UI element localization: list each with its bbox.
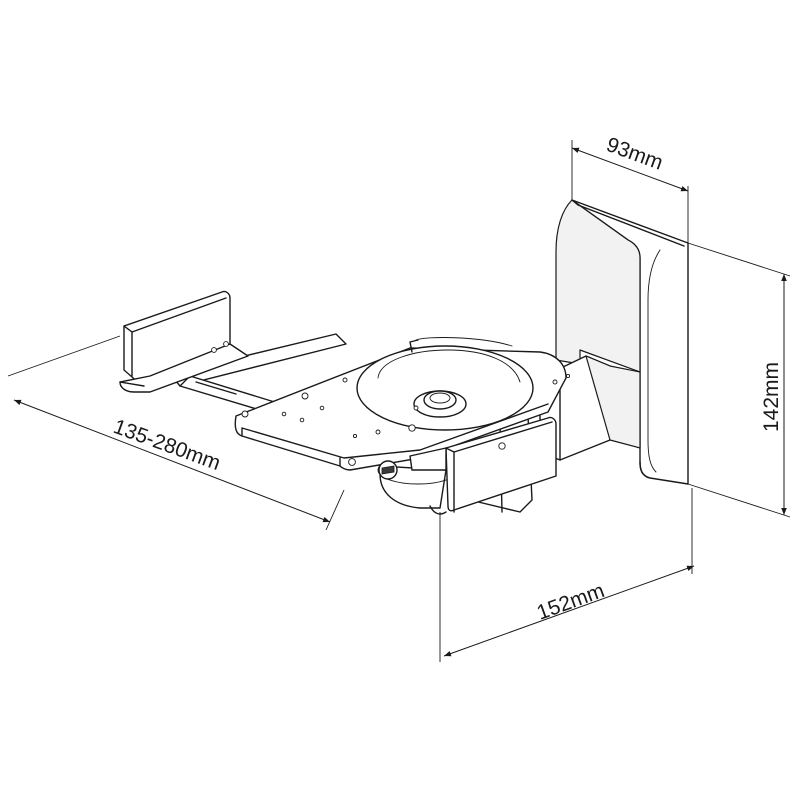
dimension-reach-label: 152mm [534,579,608,625]
dimension-height: 142mm [687,242,791,518]
dimension-arm-width-label: 135-280mm [110,415,223,475]
dimension-height-label: 142mm [760,362,783,432]
wall-plate [555,199,689,485]
dimension-depth-label: 93mm [603,133,666,175]
right-speaker-clamp [409,416,557,513]
left-speaker-clamp [119,290,249,393]
dimension-reach: 152mm [439,488,695,662]
